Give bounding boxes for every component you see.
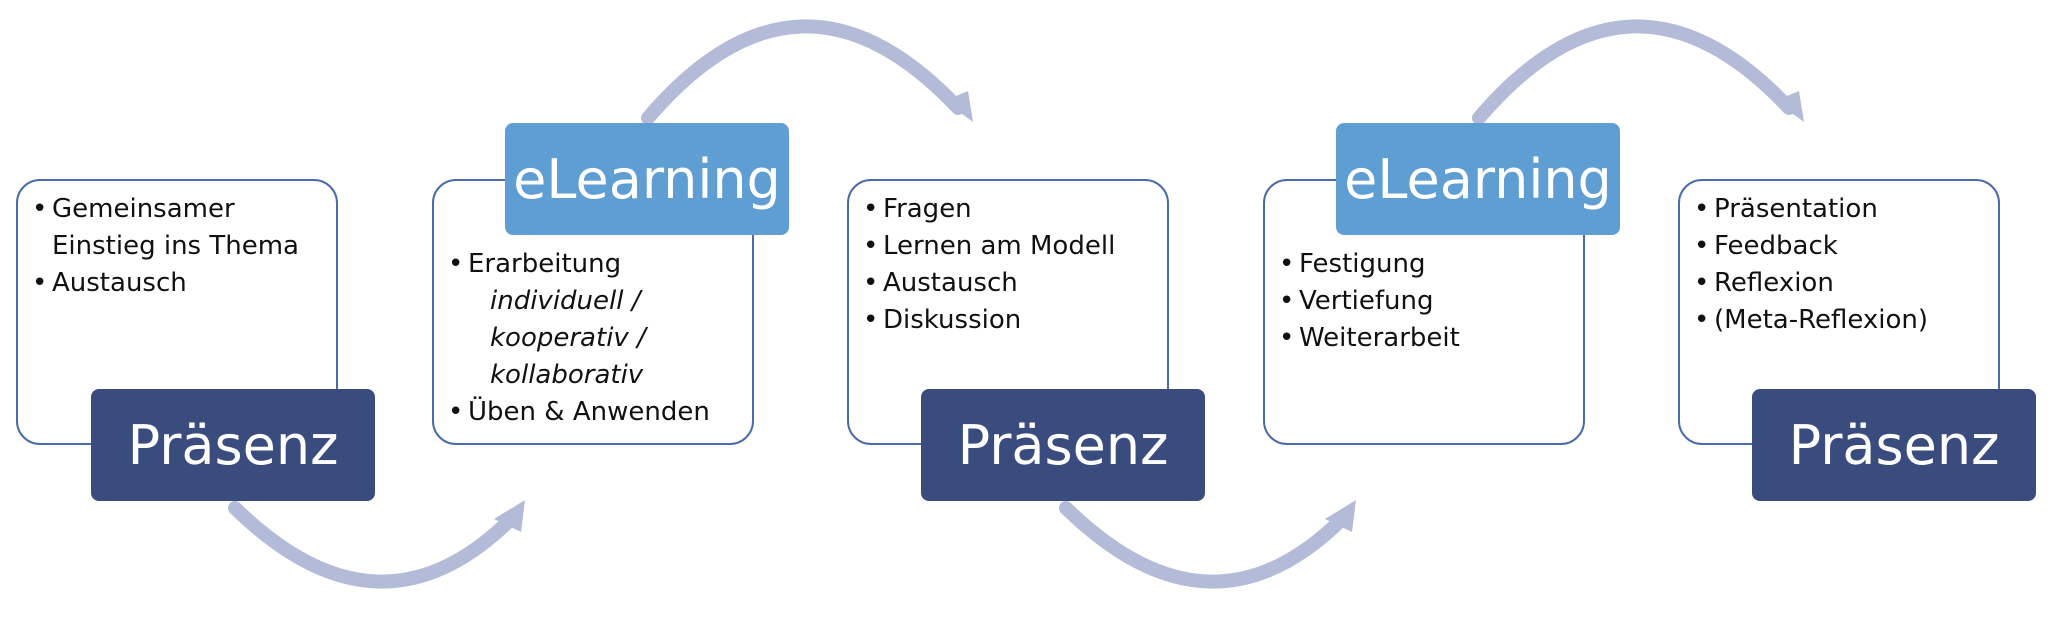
flow-arrow-head-3 <box>1325 500 1356 532</box>
step-2-label-elearning: eLearning <box>505 123 789 235</box>
step-5-list: Präsentation Feedback Reflexion (Meta-Re… <box>1694 191 1988 339</box>
list-item: Austausch <box>32 265 326 302</box>
list-item: Feedback <box>1694 228 1988 265</box>
list-item: Lernen am Modell <box>863 228 1157 265</box>
sub-item: kooperativ / <box>490 323 646 353</box>
list-item: Reflexion <box>1694 265 1988 302</box>
list-item: Weiterarbeit <box>1279 320 1573 357</box>
list-item: Diskussion <box>863 302 1157 339</box>
step-3-label-text: Präsenz <box>957 413 1169 477</box>
step-4-label-text: eLearning <box>1344 147 1612 211</box>
list-item: Gemeinsamer Einstieg ins Thema <box>32 191 326 265</box>
step-5-label-text: Präsenz <box>1788 413 2000 477</box>
list-item: Festigung <box>1279 246 1573 283</box>
list-item: (Meta-Reflexion) <box>1694 302 1988 339</box>
list-item: Fragen <box>863 191 1157 228</box>
flow-arrow-head-2 <box>944 91 973 122</box>
step-1-label-praesenz: Präsenz <box>91 389 375 501</box>
list-item: Üben & Anwenden <box>448 394 742 431</box>
flow-arrow-1 <box>228 501 519 589</box>
sub-item: kollaborativ <box>490 360 644 390</box>
flow-arrow-3 <box>1059 501 1350 589</box>
list-item: Austausch <box>863 265 1157 302</box>
flow-arrow-head-4 <box>1775 91 1804 122</box>
flow-arrow-2 <box>641 19 965 125</box>
flow-arrow-head-1 <box>494 500 525 532</box>
step-5-label-praesenz: Präsenz <box>1752 389 2036 501</box>
flow-arrow-4 <box>1472 19 1796 125</box>
sub-item: individuell / <box>490 286 641 316</box>
step-3-label-praesenz: Präsenz <box>921 389 1205 501</box>
list-item: Erarbeitung individuell / kooperativ / k… <box>448 246 742 394</box>
step-4-list: Festigung Vertiefung Weiterarbeit <box>1279 246 1573 357</box>
list-item: Vertiefung <box>1279 283 1573 320</box>
step-2-list: Erarbeitung individuell / kooperativ / k… <box>448 246 742 431</box>
list-item: Präsentation <box>1694 191 1988 228</box>
step-2-label-text: eLearning <box>513 147 781 211</box>
step-4-label-elearning: eLearning <box>1336 123 1620 235</box>
step-1-label-text: Präsenz <box>127 413 339 477</box>
step-1-list: Gemeinsamer Einstieg ins Thema Austausch <box>32 191 326 302</box>
step-3-list: Fragen Lernen am Modell Austausch Diskus… <box>863 191 1157 339</box>
